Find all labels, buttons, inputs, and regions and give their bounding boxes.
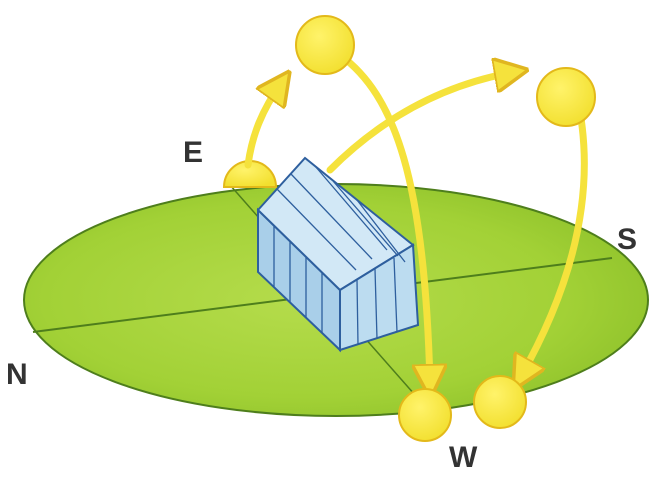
compass-label-north: N	[6, 358, 28, 391]
summer-setting-sun	[473, 375, 527, 429]
greenhouse	[256, 156, 420, 353]
compass-label-south: S	[617, 223, 638, 256]
winter-path-set-arrow	[336, 51, 430, 385]
summer-path-rise-arrow	[326, 72, 515, 174]
summer-noon-sun	[536, 67, 596, 127]
compass-label-east: E	[183, 136, 204, 169]
summer-path-set-arrow	[520, 108, 588, 378]
compass-label-west: W	[449, 441, 478, 474]
winter-setting-sun	[398, 388, 452, 442]
winter-path-rise-arrow	[244, 82, 282, 169]
winter-noon-sun	[295, 15, 355, 75]
